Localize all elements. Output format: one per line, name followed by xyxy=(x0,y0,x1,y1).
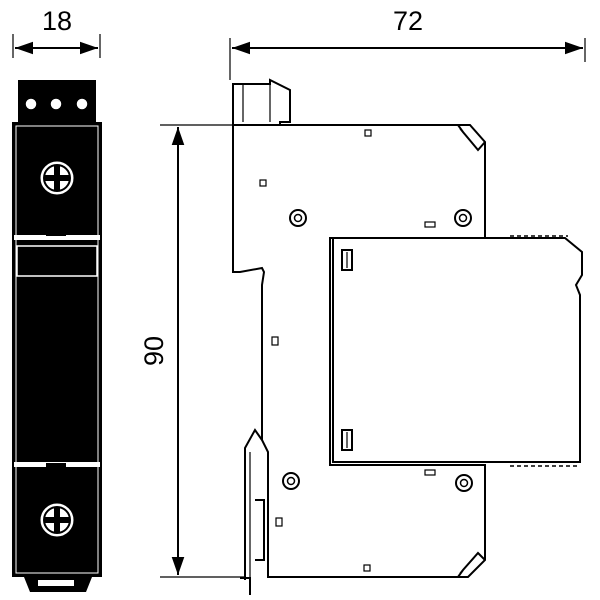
top-screw-icon xyxy=(37,158,77,198)
height-label: 90 xyxy=(139,336,169,366)
side-view xyxy=(232,78,583,595)
width-label: 18 xyxy=(42,6,72,36)
height-dimension: 90 xyxy=(139,124,246,578)
width-dimension: 18 xyxy=(12,6,101,58)
top-terminal-tab xyxy=(232,78,291,125)
depth-dimension: 72 xyxy=(229,6,586,80)
din-clip xyxy=(24,577,92,592)
plug-in-module xyxy=(332,235,583,467)
front-view xyxy=(12,80,102,592)
terminal-hole-3 xyxy=(75,97,89,111)
terminal-hole-2 xyxy=(49,97,63,111)
depth-label: 72 xyxy=(393,6,423,36)
din-mount xyxy=(240,428,265,595)
indicator-window xyxy=(16,245,98,277)
terminal-hole-1 xyxy=(24,97,38,111)
bottom-screw-icon xyxy=(37,500,77,540)
side-housing-outline xyxy=(232,124,486,578)
rivet-icons xyxy=(282,209,473,492)
